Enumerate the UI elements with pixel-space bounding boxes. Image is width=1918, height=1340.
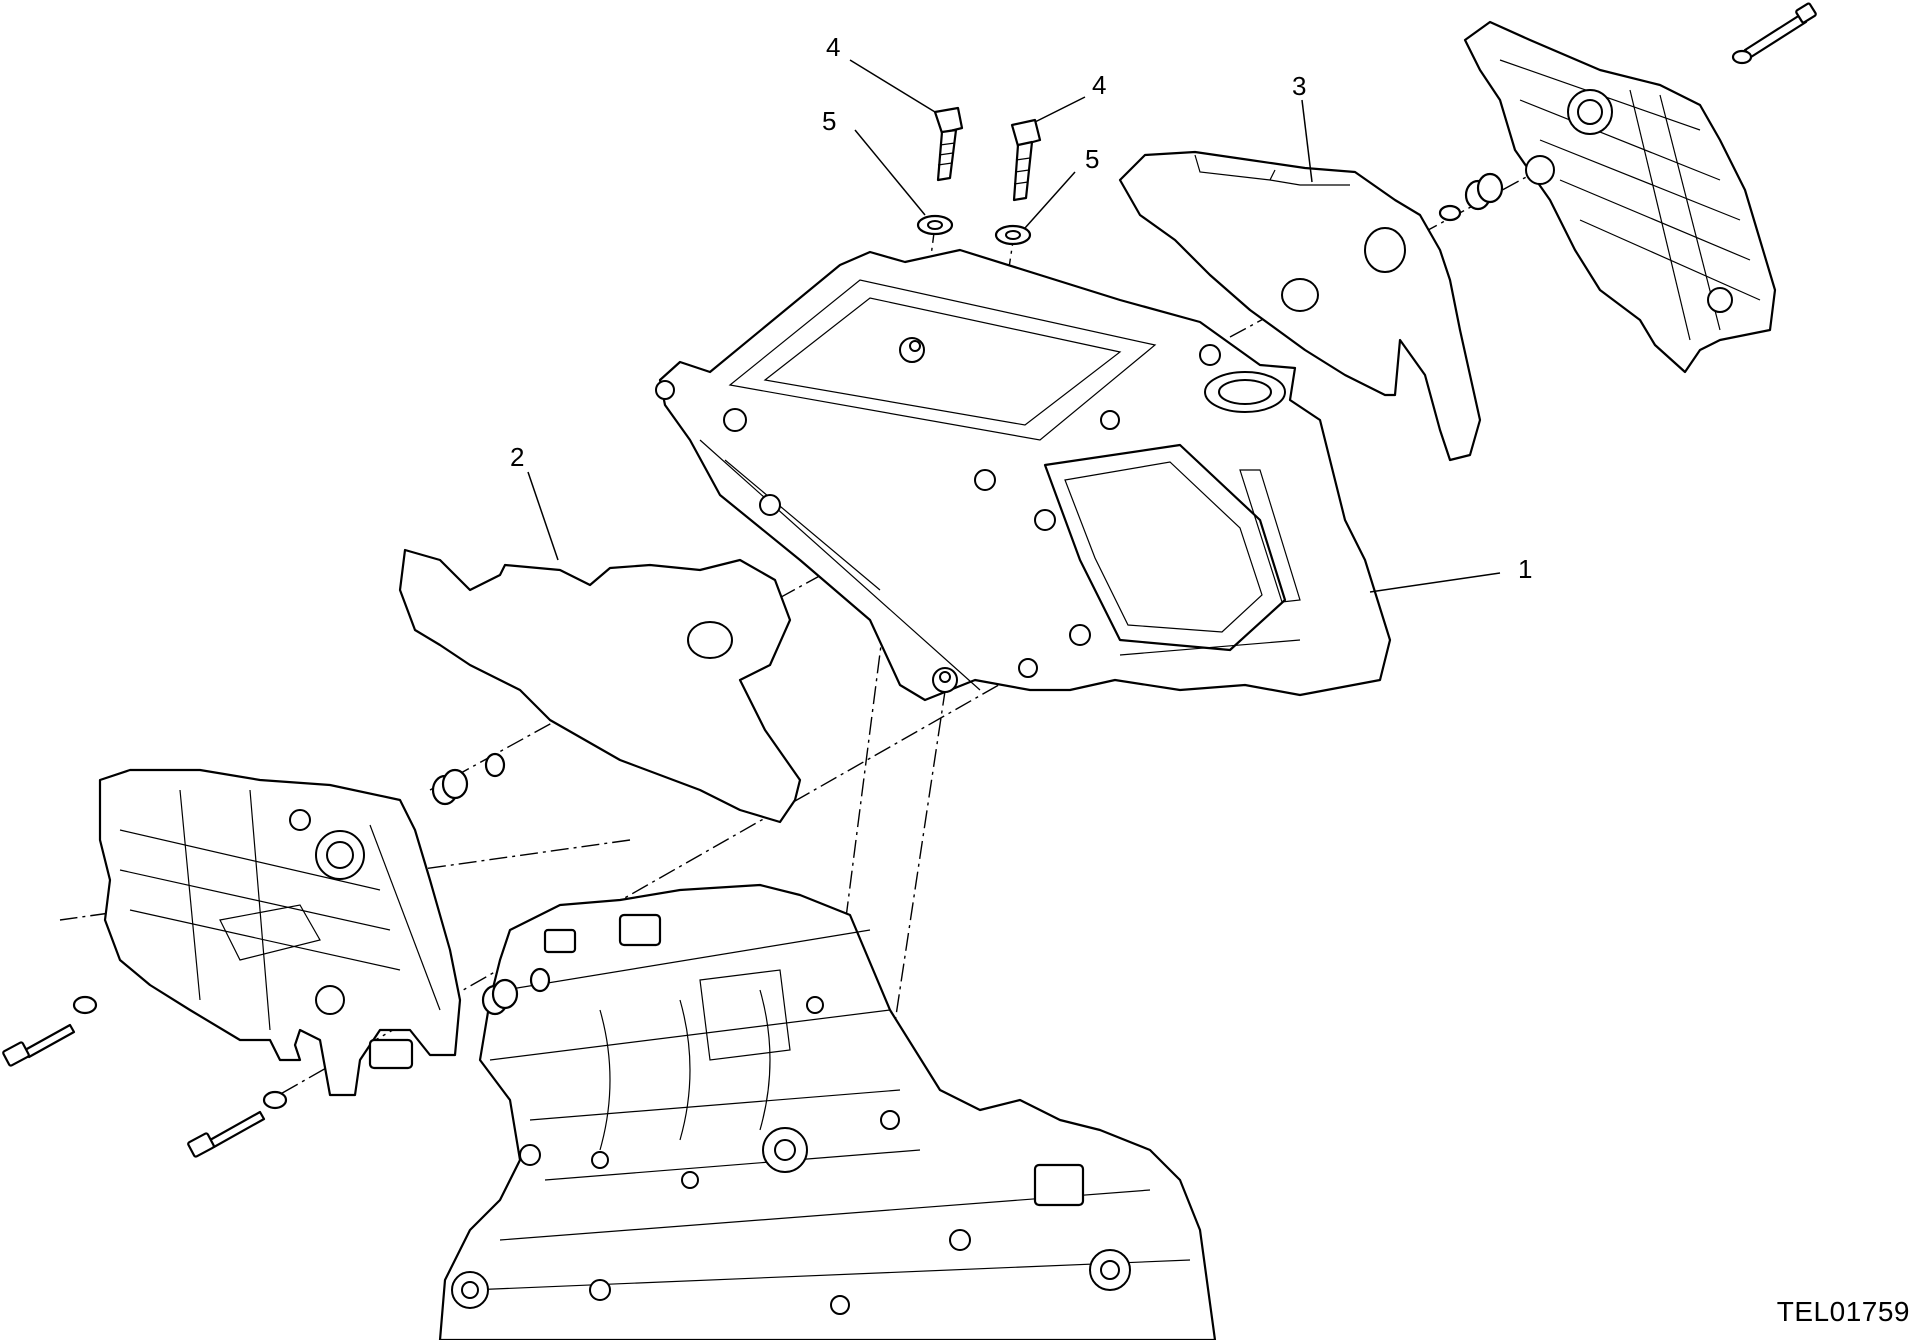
reference-code: TEL01759	[1776, 1296, 1910, 1327]
callout-1: 1	[1518, 554, 1532, 584]
engine	[438, 883, 1217, 1340]
right-electronics-bracket	[1463, 20, 1777, 374]
washer-5-right	[994, 224, 1032, 246]
fasteners	[2, 2, 1817, 1158]
left-electronics-bracket	[98, 768, 462, 1097]
left-heat-shield	[398, 548, 802, 824]
screw-4-right	[1010, 118, 1042, 202]
callout-5-right: 5	[1085, 144, 1099, 174]
callout-4-right: 4	[1092, 70, 1106, 100]
callout-numbers: 1 2 3 4 4 5 5	[510, 32, 1532, 584]
washer-5-left	[916, 214, 954, 236]
callout-leaders	[527, 59, 1501, 593]
screw-4-left	[933, 106, 964, 182]
right-heat-shield	[1118, 150, 1482, 462]
callout-5-left: 5	[822, 106, 836, 136]
callout-2: 2	[510, 442, 524, 472]
callout-4-left: 4	[826, 32, 840, 62]
callout-3: 3	[1292, 71, 1306, 101]
main-frame	[655, 248, 1392, 702]
